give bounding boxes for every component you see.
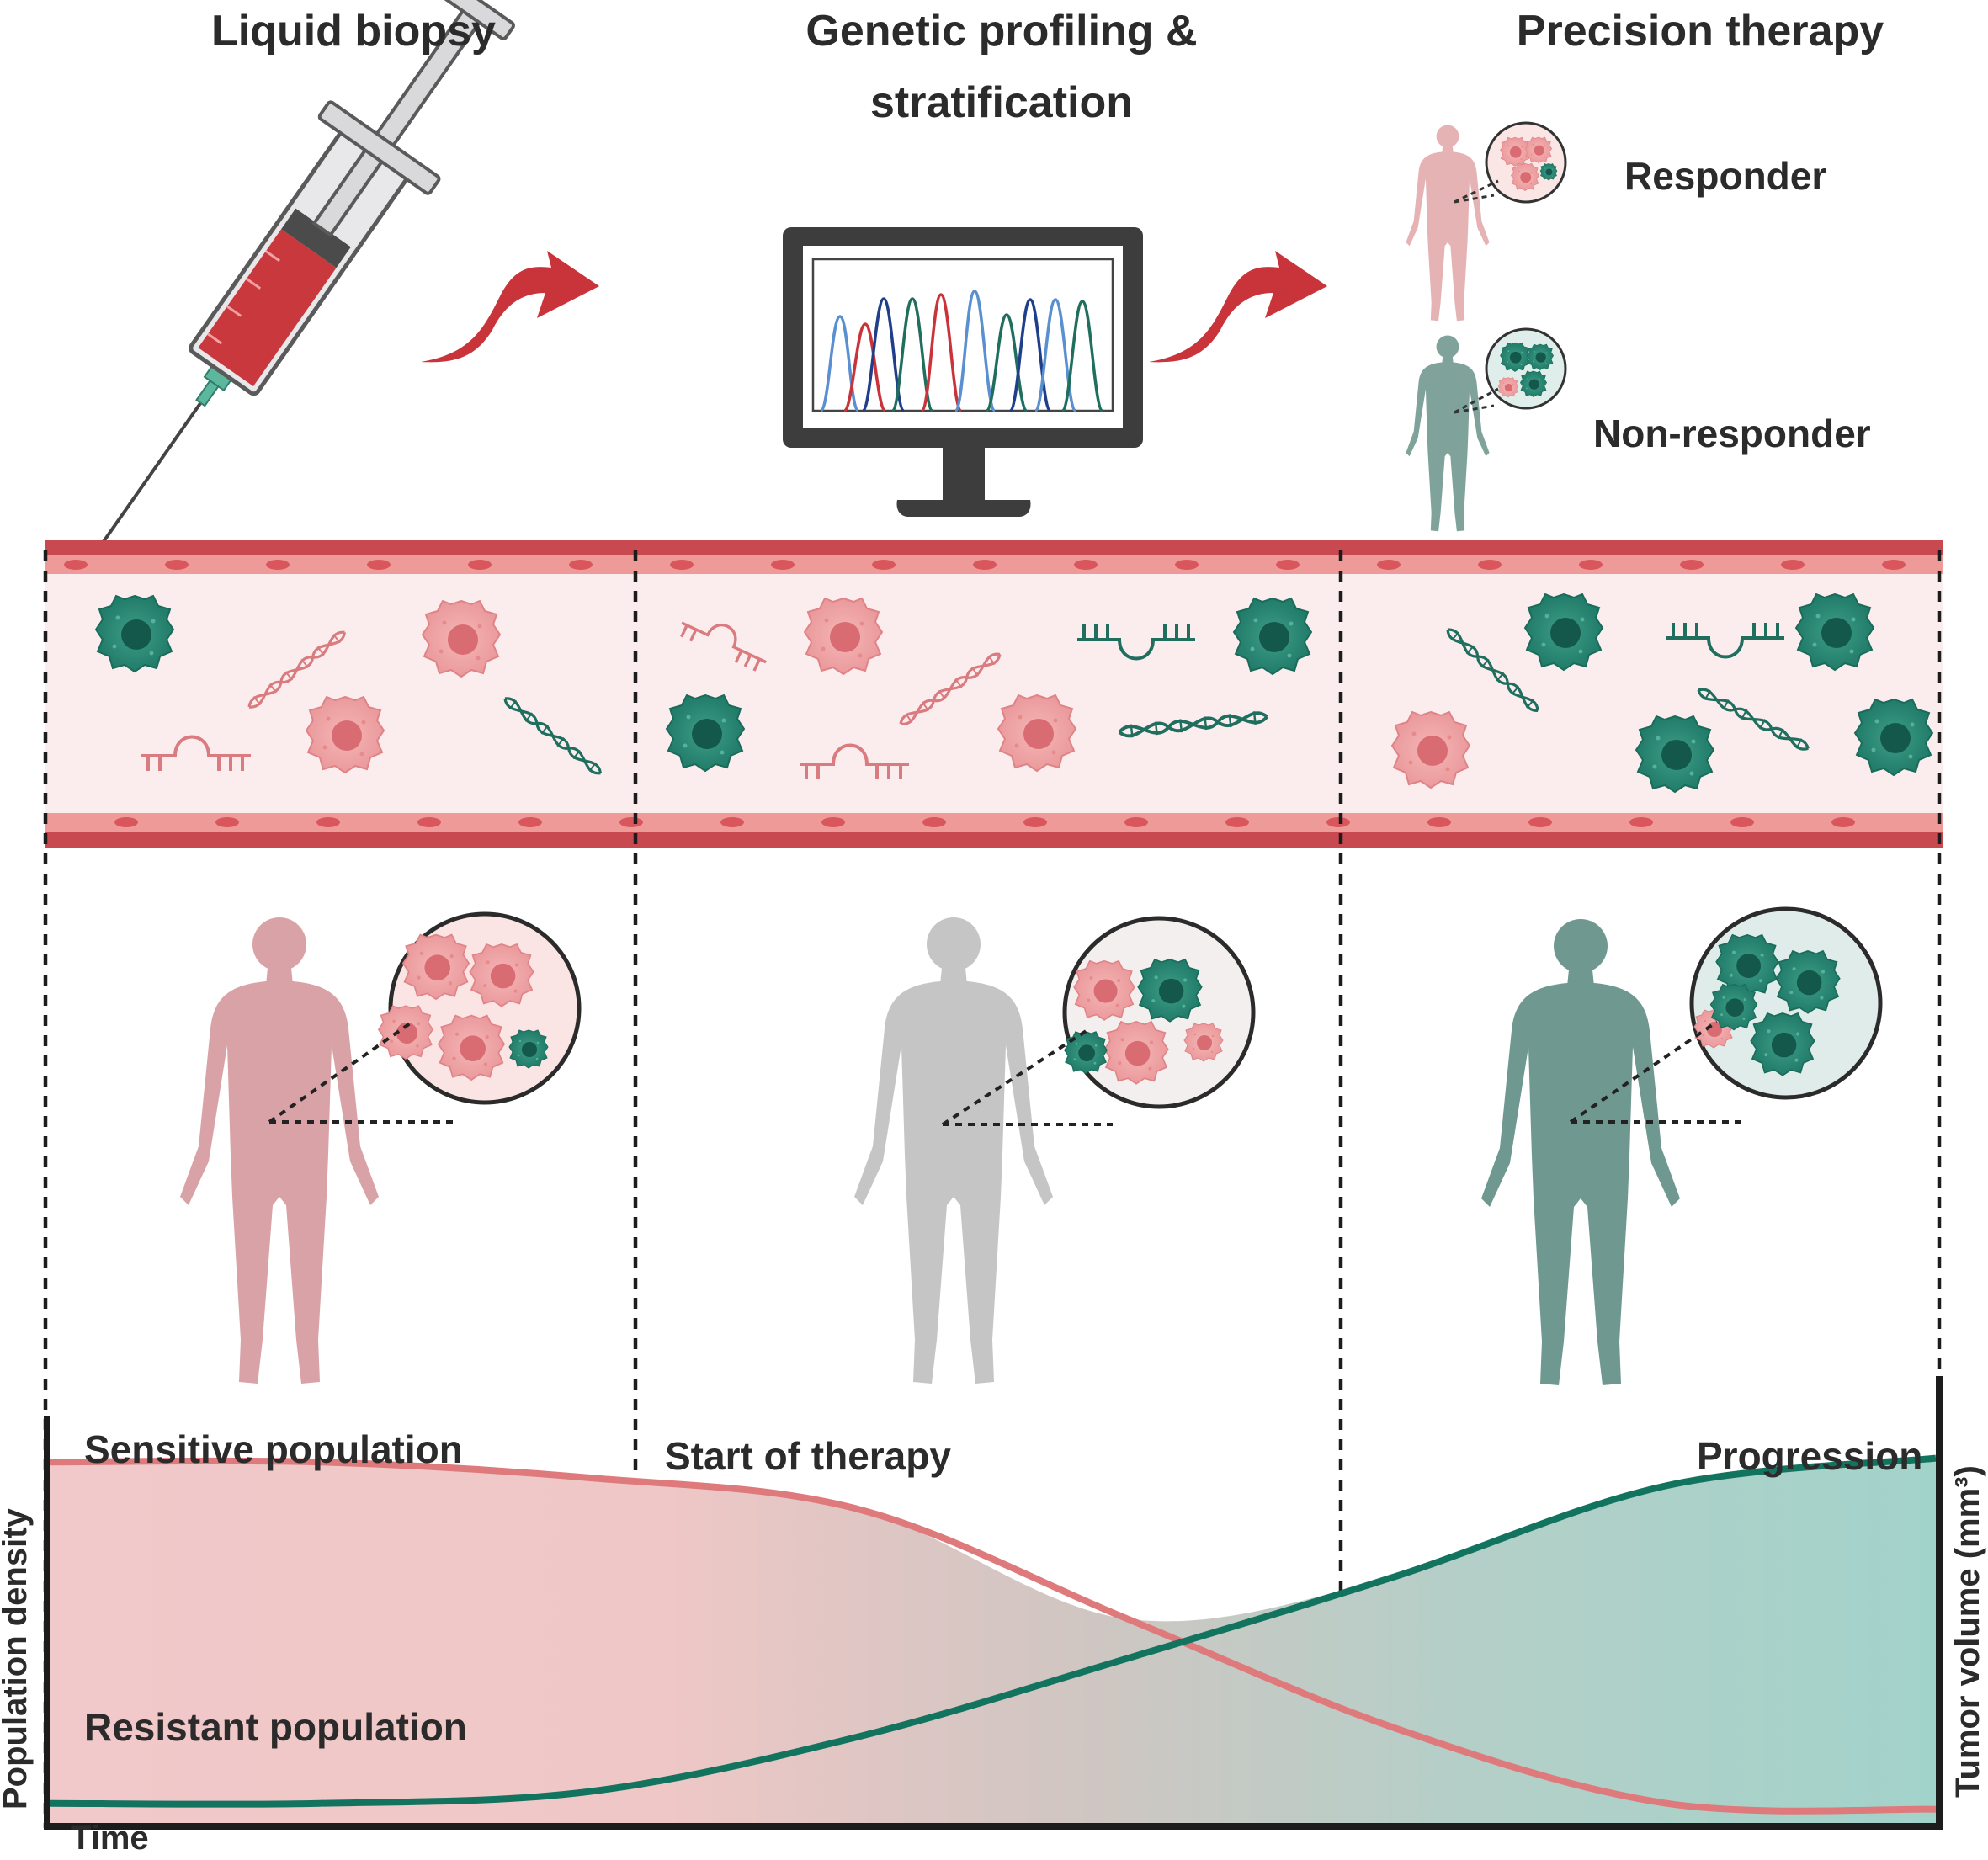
blood-vessel (45, 540, 1943, 848)
monitor-icon (783, 227, 1143, 517)
y-axis-label-right: Tumor volume (mm³) (1949, 1465, 1986, 1798)
x-axis (44, 1823, 1943, 1830)
right-axis (1936, 1376, 1943, 1830)
chromatogram-peaks (819, 290, 1104, 412)
stage-title-line-2: stratification (869, 78, 1134, 128)
stage-title-genetic-profiling: Genetic profiling & stratification (741, 5, 1262, 130)
population-area (50, 1458, 1936, 1823)
responder-label: Responder (1624, 154, 1827, 198)
syringe-icon (77, 0, 515, 579)
y-axis-label-left: Population density (0, 1508, 34, 1810)
start-of-therapy-label: Start of therapy (665, 1434, 951, 1478)
resistant-population-curve (50, 1454, 1937, 1808)
responder-figure (1406, 121, 1567, 322)
patient-figure-progression (1481, 906, 1883, 1385)
patient-figure-start (854, 916, 1256, 1384)
x-axis-label: Time (71, 1820, 149, 1857)
resistant-population-label: Resistant population (84, 1705, 467, 1749)
progression-label: Progression (1697, 1434, 1923, 1478)
sensitive-population-curve (50, 1457, 1937, 1815)
stage-title-line-1: Genetic profiling & (805, 7, 1198, 56)
population-chart (44, 1376, 1943, 1830)
patient-figure-sensitive (180, 911, 582, 1384)
sensitive-population-label: Sensitive population (84, 1427, 463, 1471)
stage-title-precision-therapy: Precision therapy (1516, 7, 1884, 56)
left-axis (44, 1416, 50, 1830)
stage-title-liquid-biopsy: Liquid biopsy (211, 7, 496, 56)
non-responder-label: Non-responder (1593, 412, 1871, 455)
arrow-right-icon-2 (1149, 251, 1327, 363)
timeline-dividers (43, 550, 1942, 1828)
non-responder-figure (1406, 327, 1567, 532)
arrow-right-icon (421, 251, 599, 363)
